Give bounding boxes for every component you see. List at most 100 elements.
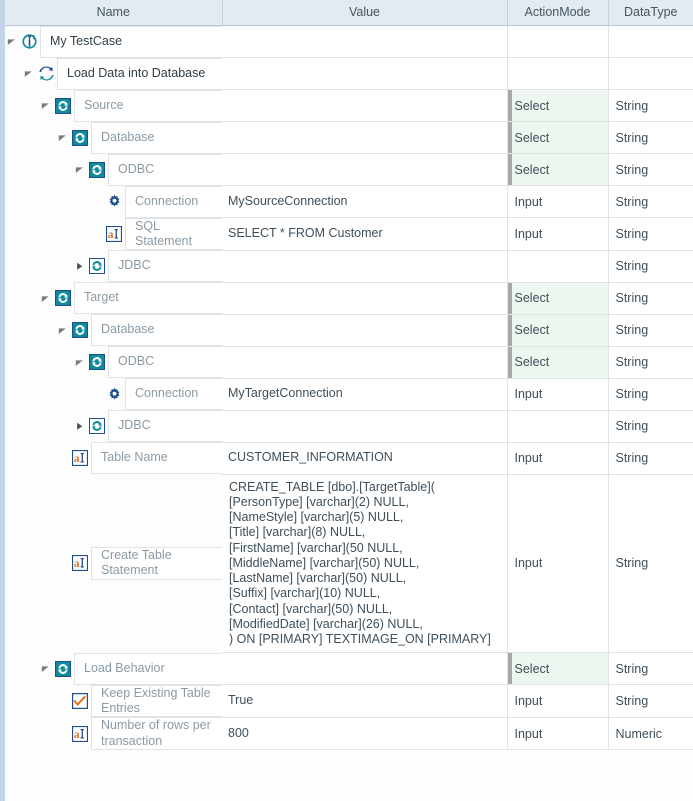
- cell-actionmode[interactable]: Input: [507, 378, 609, 411]
- cell-datatype[interactable]: String: [608, 282, 693, 315]
- cell-value[interactable]: [222, 57, 508, 90]
- cell-actionmode[interactable]: [507, 25, 609, 58]
- twisty-expanded-icon[interactable]: [56, 326, 69, 335]
- cell-actionmode[interactable]: [507, 57, 609, 90]
- cell-datatype[interactable]: String: [608, 442, 693, 475]
- cell-actionmode[interactable]: Input: [507, 185, 609, 218]
- cell-value[interactable]: CUSTOMER_INFORMATION: [222, 442, 508, 475]
- cell-actionmode[interactable]: Select: [507, 282, 609, 315]
- cell-name[interactable]: Source: [5, 89, 222, 122]
- column-header-datatype[interactable]: DataType: [608, 0, 693, 26]
- cell-actionmode[interactable]: Input: [507, 717, 609, 751]
- cell-datatype[interactable]: String: [608, 153, 693, 186]
- tree-row[interactable]: My TestCase: [5, 25, 693, 58]
- cell-datatype[interactable]: [608, 57, 693, 90]
- twisty-expanded-icon[interactable]: [39, 664, 52, 673]
- cell-datatype[interactable]: String: [608, 314, 693, 347]
- cell-name[interactable]: Keep Existing Table Entries: [5, 684, 222, 718]
- twisty-expanded-icon[interactable]: [73, 165, 86, 174]
- tree-row[interactable]: JDBC String: [5, 250, 693, 283]
- cell-datatype[interactable]: String: [608, 185, 693, 218]
- cell-value[interactable]: [222, 314, 508, 347]
- cell-datatype[interactable]: String: [608, 217, 693, 251]
- cell-value[interactable]: [222, 153, 508, 186]
- cell-datatype[interactable]: String: [608, 250, 693, 283]
- tree-row[interactable]: Load Data into Database: [5, 57, 693, 90]
- cell-name[interactable]: ODBC: [5, 346, 222, 378]
- cell-value[interactable]: [222, 652, 508, 686]
- twisty-expanded-icon[interactable]: [56, 133, 69, 142]
- cell-name[interactable]: ODBC: [5, 153, 222, 186]
- cell-name[interactable]: Load Data into Database: [5, 57, 222, 90]
- cell-name[interactable]: Connection: [5, 185, 222, 218]
- cell-datatype[interactable]: String: [608, 410, 693, 443]
- twisty-collapsed-icon[interactable]: [73, 422, 86, 431]
- cell-value[interactable]: [222, 410, 508, 443]
- cell-actionmode[interactable]: Select: [507, 652, 609, 686]
- cell-datatype[interactable]: String: [608, 346, 693, 379]
- cell-value[interactable]: [222, 282, 508, 315]
- cell-value[interactable]: CREATE_TABLE [dbo].[TargetTable]( [Perso…: [222, 474, 508, 654]
- cell-value[interactable]: [222, 346, 508, 379]
- cell-actionmode[interactable]: [507, 250, 609, 283]
- column-header-value[interactable]: Value: [222, 0, 508, 26]
- cell-actionmode[interactable]: Input: [507, 684, 609, 718]
- cell-actionmode[interactable]: Input: [507, 442, 609, 475]
- cell-actionmode[interactable]: Select: [507, 89, 609, 122]
- twisty-expanded-icon[interactable]: [22, 69, 35, 78]
- cell-name[interactable]: Connection: [5, 378, 222, 410]
- twisty-expanded-icon[interactable]: [5, 37, 18, 46]
- cell-name[interactable]: Database: [5, 121, 222, 154]
- cell-value[interactable]: [222, 250, 508, 283]
- cell-datatype[interactable]: String: [608, 652, 693, 686]
- cell-name[interactable]: Database: [5, 314, 222, 346]
- cell-name[interactable]: Load Behavior: [5, 652, 222, 685]
- cell-datatype[interactable]: String: [608, 121, 693, 154]
- column-header-actionmode[interactable]: ActionMode: [507, 0, 609, 26]
- twisty-collapsed-icon[interactable]: [73, 262, 86, 271]
- cell-datatype[interactable]: String: [608, 89, 693, 122]
- tree-row[interactable]: JDBC String: [5, 410, 693, 443]
- cell-value[interactable]: MySourceConnection: [222, 185, 508, 218]
- cell-actionmode[interactable]: Select: [507, 346, 609, 379]
- cell-actionmode[interactable]: Select: [507, 314, 609, 347]
- cell-name[interactable]: My TestCase: [5, 25, 222, 58]
- cell-actionmode[interactable]: Input: [507, 474, 609, 654]
- cell-name[interactable]: JDBC: [5, 410, 222, 442]
- cell-actionmode[interactable]: Select: [507, 121, 609, 154]
- cell-actionmode[interactable]: Select: [507, 153, 609, 186]
- cell-value[interactable]: True: [222, 684, 508, 718]
- twisty-expanded-icon[interactable]: [39, 101, 52, 110]
- cell-value[interactable]: SELECT * FROM Customer: [222, 217, 508, 251]
- cell-name[interactable]: Target: [5, 282, 222, 314]
- twisty-expanded-icon[interactable]: [73, 358, 86, 367]
- cell-datatype[interactable]: String: [608, 684, 693, 718]
- cell-value[interactable]: MyTargetConnection: [222, 378, 508, 411]
- cell-value[interactable]: [222, 25, 508, 58]
- cell-datatype[interactable]: Numeric: [608, 717, 693, 751]
- cell-actionmode[interactable]: [507, 410, 609, 443]
- cell-value[interactable]: [222, 89, 508, 122]
- cell-datatype[interactable]: String: [608, 378, 693, 411]
- cell-name[interactable]: JDBC: [5, 250, 222, 282]
- cell-value[interactable]: [222, 121, 508, 154]
- cell-datatype[interactable]: [608, 25, 693, 58]
